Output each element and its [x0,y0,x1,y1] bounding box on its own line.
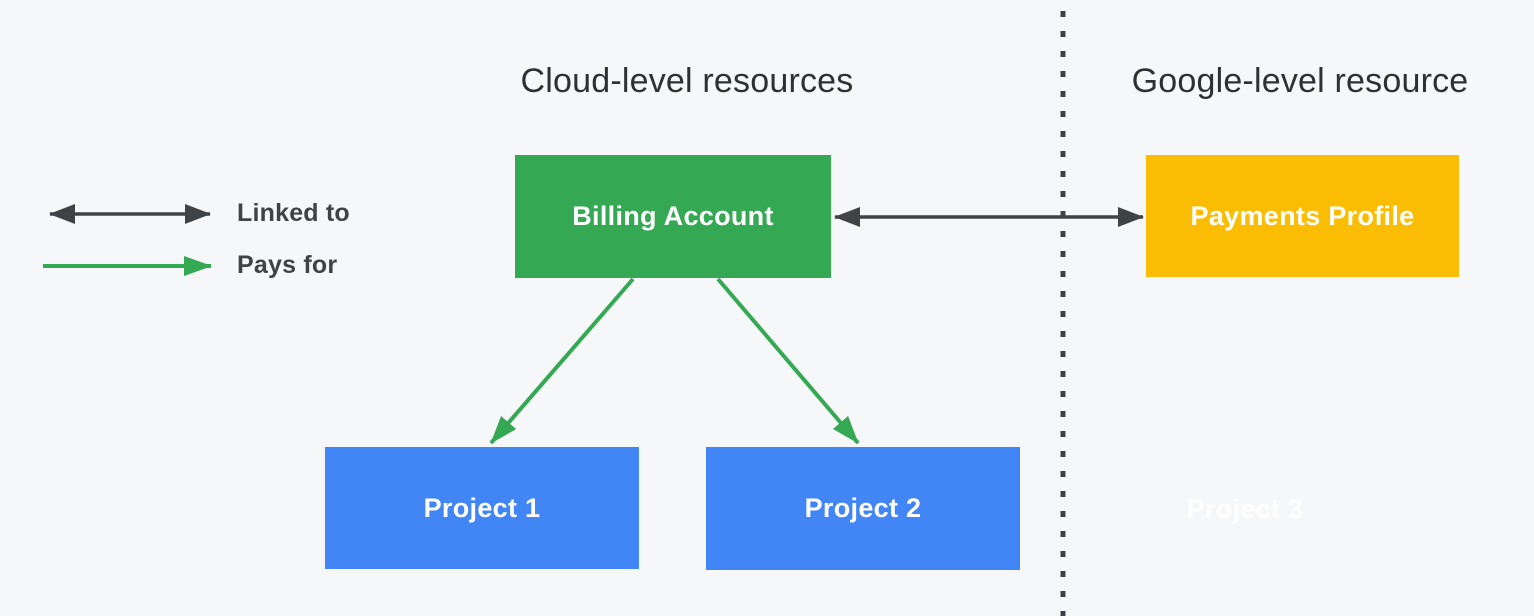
billing-account-label: Billing Account [572,201,774,231]
pays-for-arrow-project2 [716,277,860,445]
pays-for-arrow-project1 [489,277,635,445]
project2-label: Project 2 [804,493,922,523]
google-level-section-title: Google-level resource [1131,62,1469,100]
project1-node: Project 1 [325,447,639,569]
cloud-level-section-title: Cloud-level resources [520,62,854,100]
payments-profile-label: Payments Profile [1190,200,1415,231]
project1-label: Project 1 [423,492,541,523]
billing-account-node: Billing Account [515,155,831,278]
payments-profile-node: Payments Profile [1146,155,1459,277]
legend-linked-to-label: Linked to [237,199,350,227]
legend-pays-for-label: Pays for [237,251,338,279]
project3-ghost-label: Project 3 [1186,494,1304,524]
project2-node: Project 2 [706,447,1020,570]
